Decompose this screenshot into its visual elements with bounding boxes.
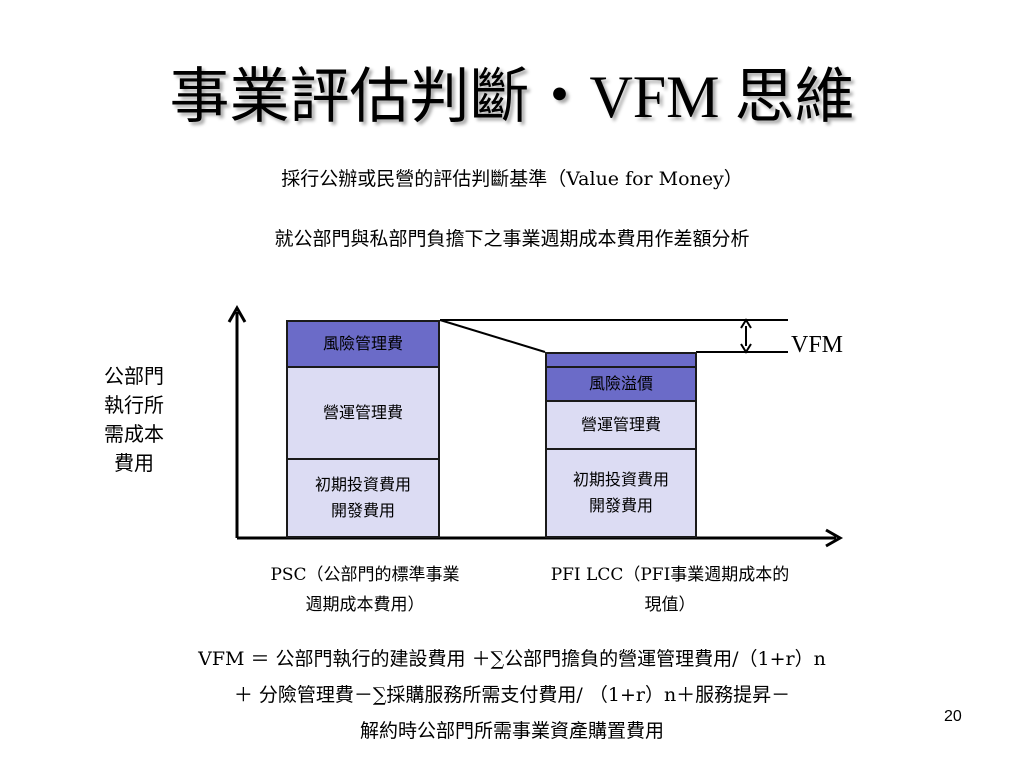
psc-risk-block: 風險管理費 — [286, 320, 440, 368]
vfm-arrow-up — [740, 318, 752, 329]
pfi-caption: PFI LCC（PFI事業週期成本的 現值） — [550, 565, 790, 615]
psc-operation-block: 營運管理費 — [286, 366, 440, 460]
formula-line-3: 解約時公部門所需事業資產購置費用 — [359, 720, 664, 742]
vfm-label: VFM — [791, 332, 844, 358]
page-number: 20 — [944, 708, 962, 725]
psc-caption: PSC（公部門的標準事業 週期成本費用） — [270, 565, 460, 615]
pfi-risk-block: 風險溢價 — [545, 366, 697, 402]
y-axis-label: 公部門 執行所 需成本 費用 — [104, 364, 164, 475]
subtitle-criteria: 採行公辦或民營的評估判斷基準（Value for Money） — [281, 168, 743, 190]
formula-line-2: ＋ 分險管理費－∑採購服務所需支付費用/ （1+r）n＋服務提昇－ — [233, 684, 791, 706]
y-axis-arrow — [227, 304, 247, 323]
psc-initial-block: 初期投資費用 開發費用 — [286, 458, 440, 538]
vfm-arrow-down — [740, 343, 752, 354]
subtitle-analysis: 就公部門與私部門負擔下之事業週期成本費用作差額分析 — [274, 228, 750, 250]
formula-line-1: VFM ＝ 公部門執行的建設費用 ＋∑公部門擔負的營運管理費用/（1+r）n — [198, 648, 826, 670]
connector-line — [439, 319, 546, 353]
x-axis-arrow — [825, 528, 844, 548]
page-title: 事業評估判斷・VFM 思維 — [169, 64, 855, 130]
pfi-initial-block: 初期投資費用 開發費用 — [545, 448, 697, 538]
pfi-operation-block: 營運管理費 — [545, 400, 697, 450]
